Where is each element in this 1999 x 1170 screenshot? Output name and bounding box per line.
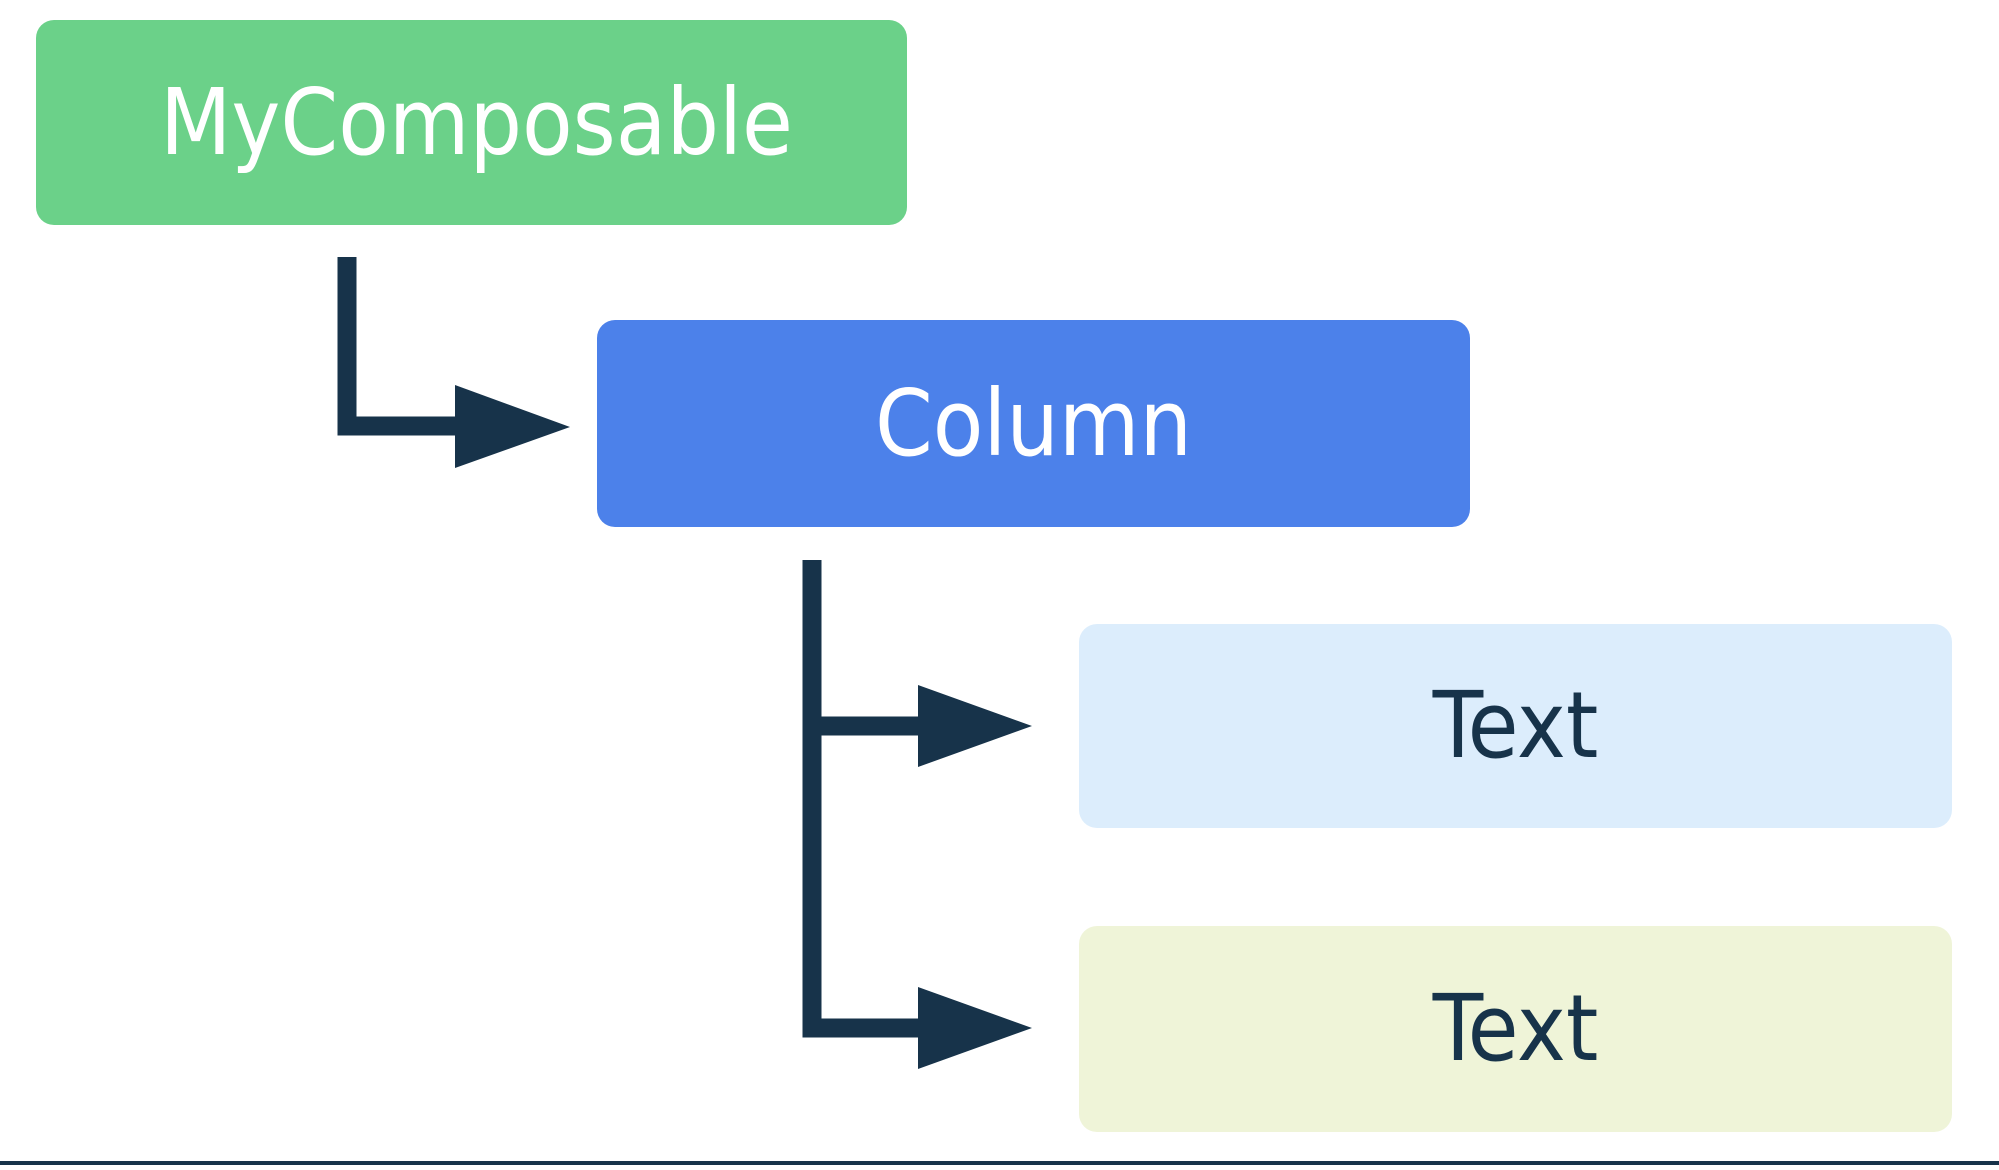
node-text-2-label: Text [1432,975,1599,1082]
edge-column-to-text-1-arrowhead [918,685,1032,767]
edge-root-to-column [337,257,570,468]
node-my-composable-label: MyComposable [160,68,793,176]
edge-root-to-column-line [337,257,462,436]
node-text-1[interactable]: Text [1079,624,1952,828]
node-text-2[interactable]: Text [1079,926,1952,1132]
node-my-composable[interactable]: MyComposable [36,20,907,225]
bottom-divider [0,1161,1999,1165]
edge-column-to-text-2-line [802,726,925,1038]
node-column[interactable]: Column [597,320,1470,527]
edge-column-to-text-1-line [802,560,925,736]
edge-column-to-text-1 [802,560,1032,767]
edge-column-to-text-2 [802,726,1032,1069]
node-text-1-label: Text [1432,672,1599,779]
edge-root-to-column-arrowhead [455,385,570,468]
node-column-label: Column [874,369,1192,477]
edge-column-to-text-2-arrowhead [918,987,1032,1069]
